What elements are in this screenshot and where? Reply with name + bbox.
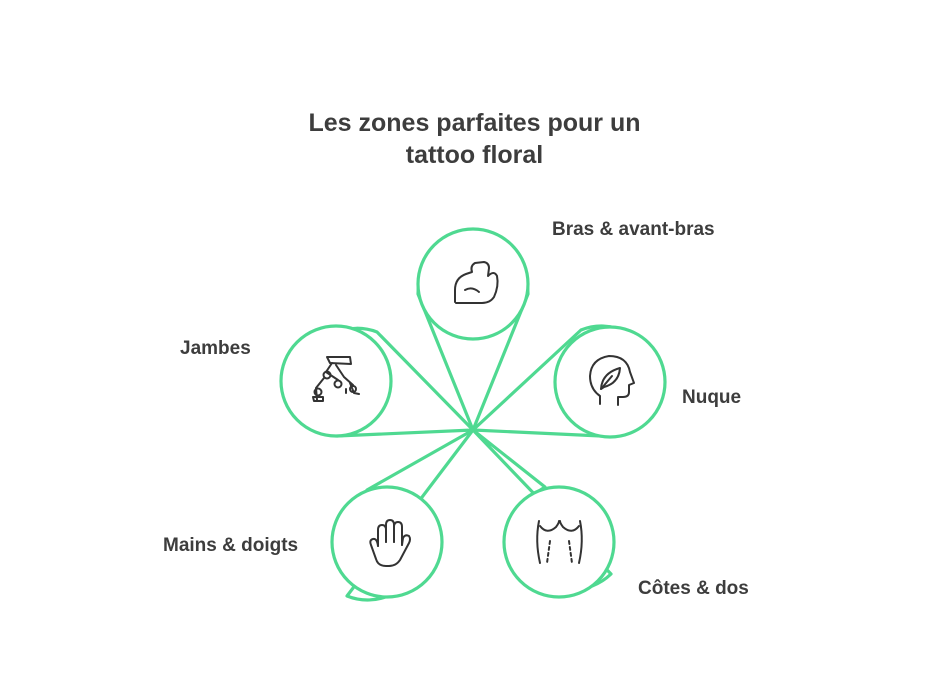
zone-circle-neck xyxy=(553,325,667,439)
zone-label-leg: Jambes xyxy=(180,338,251,359)
diagram-title-line-2: tattoo floral xyxy=(405,141,544,169)
head-leaf-icon xyxy=(589,355,635,406)
zone-label-hand: Mains & doigts xyxy=(163,535,299,556)
torso-icon xyxy=(536,520,583,564)
zone-circle-ribs xyxy=(502,485,616,599)
hand-icon xyxy=(369,519,411,567)
zone-label-neck: Nuque xyxy=(682,387,742,408)
zone-label-ribs: Côtes & dos xyxy=(638,578,749,599)
flexed-arm-icon xyxy=(454,261,499,304)
diagram-title-line-1: Les zones parfaites pour un xyxy=(308,109,641,137)
zone-label-arm: Bras & avant-bras xyxy=(552,219,715,240)
zone-circle-arm xyxy=(416,227,530,341)
robotic-leg-icon xyxy=(312,356,360,402)
